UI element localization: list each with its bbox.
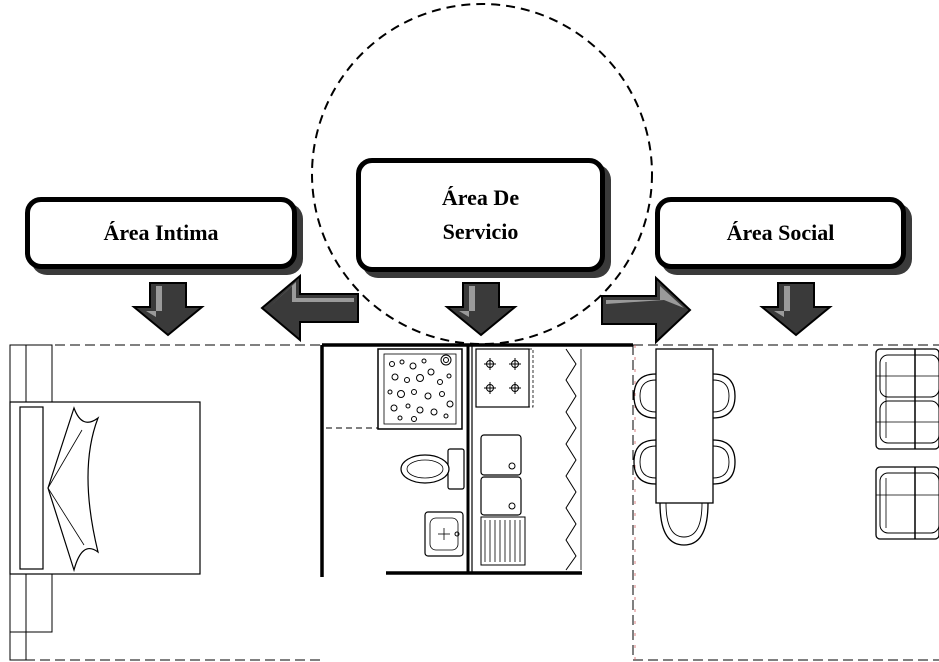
kitchen-sink-icon xyxy=(480,434,522,516)
area-servicio-line1: Área De xyxy=(441,185,520,210)
arrow-left-icon xyxy=(260,273,359,343)
chair-icon xyxy=(712,373,736,419)
area-intima-label: Área Intima xyxy=(103,220,219,245)
dining-table-icon xyxy=(655,348,714,504)
area-social-box: Área Social xyxy=(655,197,906,269)
area-servicio-label: Área De Servicio xyxy=(442,181,519,249)
area-social-label: Área Social xyxy=(726,220,835,245)
toilet-icon xyxy=(400,448,465,490)
curtain-icon xyxy=(565,348,577,571)
sink-icon xyxy=(424,511,464,557)
stove-icon xyxy=(475,348,534,408)
arrow-down-icon xyxy=(133,282,203,336)
area-servicio-line2: Servicio xyxy=(442,219,519,244)
arrow-down-icon xyxy=(446,282,516,336)
drain-board xyxy=(480,516,526,566)
arrow-down-icon xyxy=(761,282,831,336)
shower-icon xyxy=(377,348,463,430)
bedroom-plan xyxy=(9,344,325,661)
arrow-right-icon xyxy=(601,275,692,345)
bed-icon xyxy=(9,401,201,575)
area-intima-box: Área Intima xyxy=(25,197,297,269)
social-plan xyxy=(632,344,939,661)
service-zone-circle xyxy=(311,3,653,345)
service-plan xyxy=(320,343,633,577)
chair-icon xyxy=(633,439,657,485)
chair-icon xyxy=(633,373,657,419)
chair-icon xyxy=(659,502,709,546)
sofa-icon xyxy=(875,466,939,540)
sofa-icon xyxy=(875,348,939,450)
area-servicio-box: Área De Servicio xyxy=(356,158,605,272)
chair-icon xyxy=(712,439,736,485)
